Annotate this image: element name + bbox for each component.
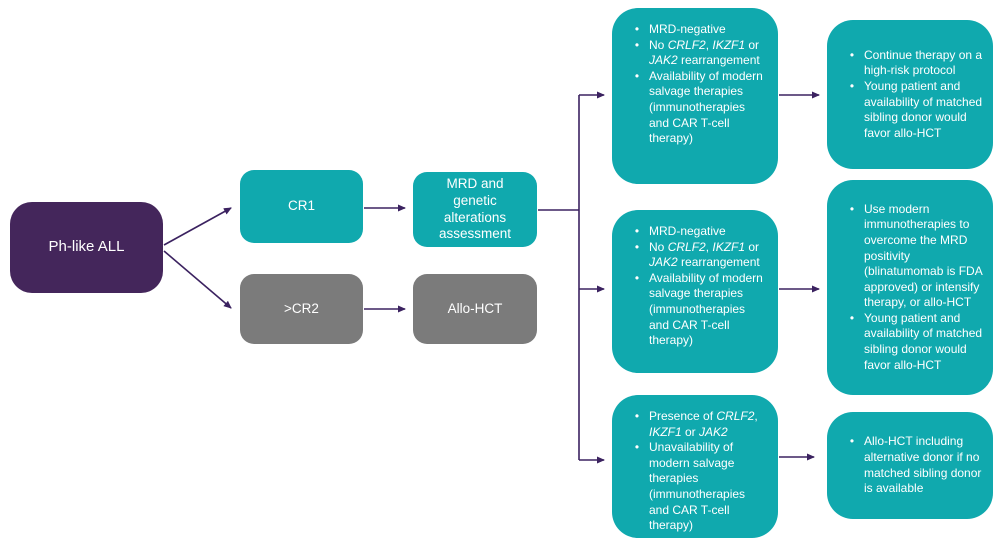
bullet-marker-icon: •	[634, 37, 640, 52]
bullet-marker-icon: •	[849, 201, 855, 216]
bullet-text: Availability of modern salvage therapies…	[649, 68, 763, 146]
bullet-item: • Continue therapy on a high-risk protoco…	[840, 48, 985, 79]
bullet-item: • Allo-HCT including alternative donor if…	[840, 434, 985, 496]
bullet-marker-icon: •	[634, 409, 640, 423]
outcome-box-top: • Continue therapy on a high-risk protoco…	[827, 20, 993, 169]
bullet-marker-icon: •	[634, 270, 640, 285]
node-mrd-genetic-assessment: MRD and genetic alterations assessment	[413, 172, 537, 247]
bullet-item: • Unavailability of modern salvage therap…	[625, 440, 770, 534]
bullet-marker-icon: •	[849, 310, 855, 325]
outcome-box-middle: • Use modern immunotherapies to overcome …	[827, 180, 993, 395]
arrow-root-to-cr2	[163, 250, 232, 309]
bullet-item: • No CRLF2, IKZF1 or JAK2 rearrangement	[625, 240, 770, 271]
node-cr2: >CR2	[240, 274, 363, 344]
outcome-box-bottom: • Allo-HCT including alternative donor if…	[827, 412, 993, 519]
bullet-text: MRD-negative	[649, 224, 726, 238]
bullet-marker-icon: •	[634, 440, 640, 455]
bullet-item: • Availability of modern salvage therapie…	[625, 69, 770, 147]
bullet-marker-icon: •	[634, 239, 640, 254]
bullet-text: No CRLF2, IKZF1 or JAK2 rearrangement	[649, 239, 760, 270]
bullet-text: Young patient and availability of matche…	[864, 310, 983, 372]
bullet-marker-icon: •	[634, 68, 640, 83]
node-ph-like-all: Ph-like ALL	[10, 202, 163, 293]
bullet-text: Young patient and availability of matche…	[864, 78, 983, 140]
bullet-item: • MRD-negative	[625, 22, 770, 38]
bullet-text: Continue therapy on a high-risk protocol	[864, 47, 983, 78]
bullet-marker-icon: •	[634, 224, 640, 238]
bullet-marker-icon: •	[849, 434, 855, 449]
bullet-text: Presence of CRLF2, IKZF1 or JAK2	[649, 409, 758, 439]
condition-box-middle: • MRD-negative • No CRLF2, IKZF1 or JAK2 re…	[612, 210, 778, 373]
bullet-text: Use modern immunotherapies to overcome t…	[864, 201, 983, 310]
node-allo-hct: Allo-HCT	[413, 274, 537, 344]
bullet-text: Availability of modern salvage therapies…	[649, 270, 763, 348]
arrow-root-to-cr1	[163, 207, 232, 246]
bullet-item: • Availability of modern salvage therapie…	[625, 271, 770, 349]
bullet-marker-icon: •	[849, 78, 855, 93]
bullet-item: • No CRLF2, IKZF1 or JAK2 rearrangement	[625, 38, 770, 69]
bullet-item: • MRD-negative	[625, 224, 770, 240]
bullet-item: • Use modern immunotherapies to overcome …	[840, 202, 985, 311]
bullet-text: No CRLF2, IKZF1 or JAK2 rearrangement	[649, 37, 760, 68]
bullet-text: Unavailability of modern salvage therapi…	[649, 440, 746, 533]
bullet-marker-icon: •	[849, 47, 855, 62]
bullet-text: Allo-HCT including alternative donor if …	[864, 434, 982, 496]
condition-box-bottom: • Presence of CRLF2, IKZF1 or JAK2 • Unavai…	[612, 395, 778, 538]
bullet-marker-icon: •	[634, 22, 640, 36]
condition-box-top: • MRD-negative • No CRLF2, IKZF1 or JAK2 re…	[612, 8, 778, 184]
bullet-item: • Young patient and availability of match…	[840, 311, 985, 373]
node-cr1: CR1	[240, 170, 363, 243]
bullet-text: MRD-negative	[649, 22, 726, 36]
bullet-item: • Young patient and availability of match…	[840, 79, 985, 141]
bullet-item: • Presence of CRLF2, IKZF1 or JAK2	[625, 409, 770, 440]
